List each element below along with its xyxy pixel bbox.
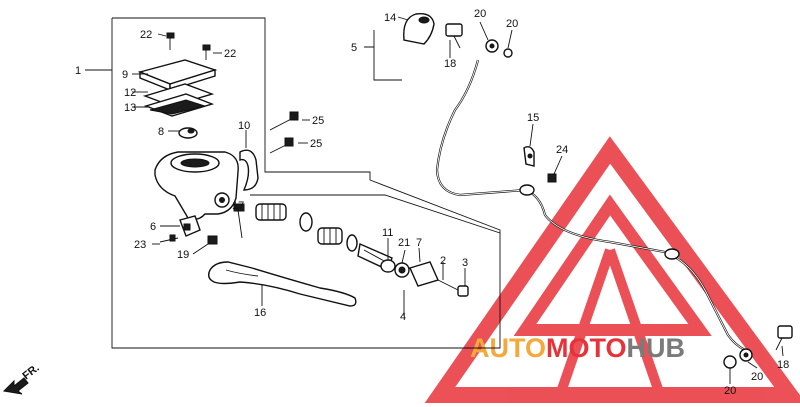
reservoir-cap (137, 59, 218, 92)
callout-14: 14 (384, 12, 396, 24)
rubber-boot (403, 13, 435, 45)
piston-assembly (255, 203, 469, 297)
hose-clip-15 (523, 145, 535, 167)
watermark-logo (424, 136, 800, 403)
watermark-text: AUTOMOTOHUB (470, 333, 685, 363)
master-cylinder-body (154, 151, 239, 221)
callout-5: 5 (351, 42, 357, 54)
callout-8: 8 (158, 126, 164, 138)
washer-20-bottom-b (739, 348, 753, 362)
callout-11: 11 (382, 227, 393, 239)
callout-17: 17 (232, 200, 244, 212)
callout-16: 16 (254, 307, 266, 319)
callout-4: 4 (400, 311, 406, 323)
callout-20-top-a: 20 (474, 8, 486, 20)
callout-10: 10 (238, 120, 250, 132)
callout-13: 13 (124, 102, 136, 114)
callout-18-bottom: 18 (777, 359, 789, 371)
diaphragm (143, 93, 215, 117)
holder-clamp (239, 149, 259, 191)
callout-23: 23 (134, 239, 146, 251)
screw-22b (202, 44, 211, 60)
clutch-lever (207, 261, 357, 307)
callout-6: 6 (150, 221, 156, 233)
banjo-bolt-18-top (445, 23, 463, 49)
pivot-bolt-17 (233, 203, 245, 239)
callout-15: 15 (527, 112, 539, 124)
leader-lines (132, 16, 784, 384)
callout-21: 21 (398, 237, 410, 249)
callout-22b: 22 (224, 48, 236, 60)
callout-2: 2 (440, 255, 446, 267)
callout-22a: 22 (140, 29, 152, 41)
assembly-frame (85, 17, 501, 349)
bolt-25b (269, 137, 294, 154)
front-direction-arrow: FR. (2, 362, 42, 395)
washer-20-top-b (503, 48, 513, 58)
clutch-hose (435, 59, 746, 351)
screw-24 (547, 173, 557, 183)
banjo-bolt-18-bottom (775, 325, 793, 351)
sight-glass (178, 127, 198, 139)
callout-9: 9 (122, 69, 128, 81)
callout-3: 3 (462, 257, 468, 269)
callout-25a: 25 (312, 115, 324, 127)
nut-19 (207, 235, 218, 245)
callout-7: 7 (416, 237, 422, 249)
screw-22a (166, 32, 175, 50)
callout-25b: 25 (310, 138, 322, 150)
callout-numbers: 1 2 3 4 5 6 7 8 9 10 11 12 13 14 15 16 1… (75, 8, 789, 397)
callout-20-top-b: 20 (506, 18, 518, 30)
callout-12: 12 (124, 87, 136, 99)
bolt-25a (269, 111, 299, 131)
callout-20-bottom-a: 20 (724, 385, 736, 397)
callout-19: 19 (177, 249, 189, 261)
washer-20-top-a (485, 39, 499, 53)
screw-23 (159, 234, 179, 243)
callout-24: 24 (556, 144, 568, 156)
callout-1: 1 (75, 65, 81, 77)
callout-18-top: 18 (444, 58, 456, 70)
callout-20-bottom-b: 20 (751, 371, 763, 383)
washer-20-bottom-a (723, 355, 737, 369)
clutch-switch (179, 215, 201, 237)
